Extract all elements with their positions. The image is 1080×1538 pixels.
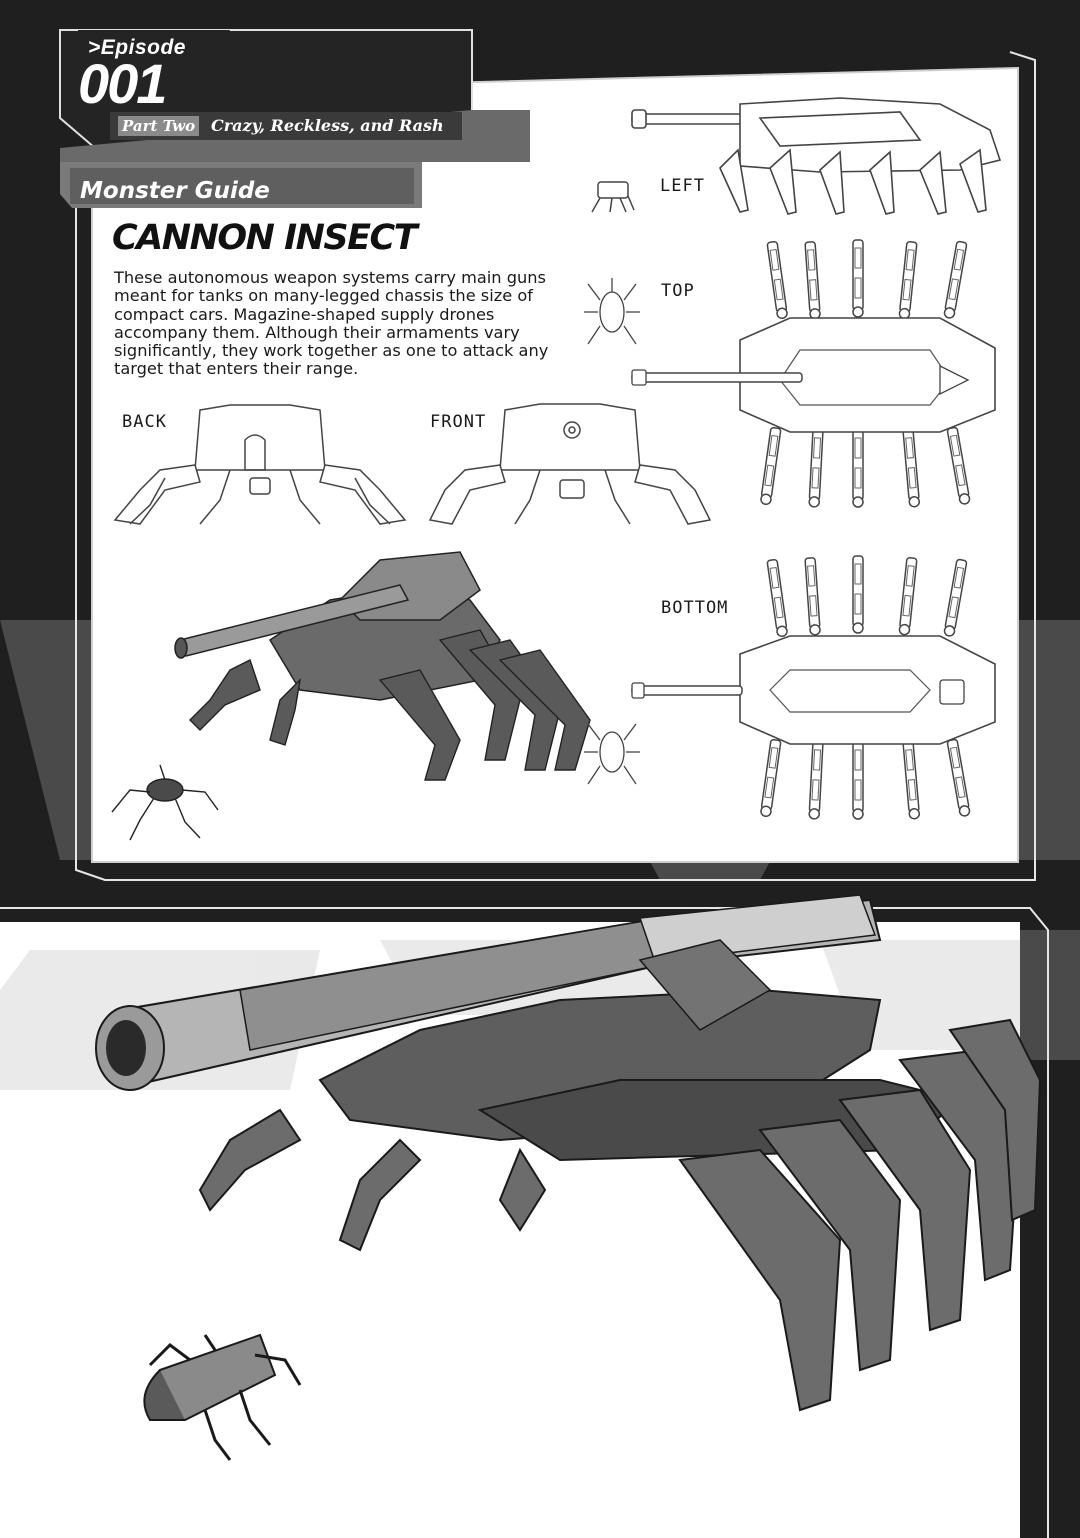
cannon-insect-3d-view: [174, 551, 591, 781]
episode-number: 001: [78, 52, 167, 115]
supply-drone-small: [111, 764, 219, 841]
part-title: Crazy, Reckless, and Rash: [211, 116, 444, 135]
cannon-insect-top-view: [631, 239, 996, 508]
episode-label: >Episode: [88, 36, 186, 59]
view-label-back: BACK: [122, 412, 167, 432]
cannon-insect-large-render: [95, 894, 1042, 1412]
cannon-insect-bottom-view: [631, 555, 996, 820]
cannon-insect-front-view: [428, 403, 712, 525]
section-label: Monster Guide: [80, 178, 270, 204]
view-label-bottom: BOTTOM: [661, 598, 729, 618]
drone-left-thumb: [591, 181, 635, 213]
drone-top-thumb: [584, 278, 640, 345]
view-label-top: TOP: [661, 281, 695, 301]
part-tag: Part Two: [118, 116, 200, 136]
monster-name: CANNON INSECT: [112, 218, 418, 258]
supply-drone-large: [143, 1333, 302, 1461]
drone-bottom-thumb: [584, 723, 640, 785]
cannon-insect-left-view: [631, 97, 1002, 215]
monster-description: These autonomous weapon systems carry ma…: [114, 268, 549, 379]
view-label-left: LEFT: [660, 176, 705, 196]
cannon-insect-back-view: [113, 404, 407, 525]
view-label-front: FRONT: [430, 412, 487, 432]
